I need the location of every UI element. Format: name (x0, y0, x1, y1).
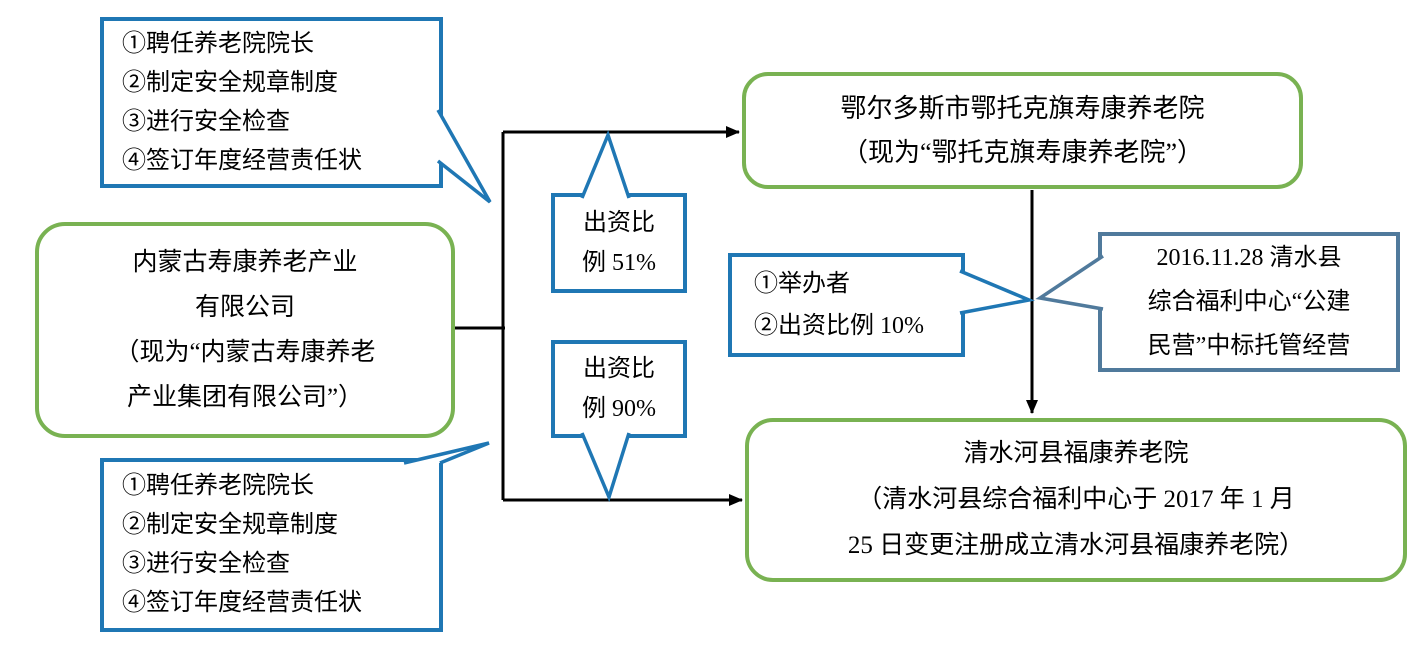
callout-founder: ①举办者 ②出资比例 10% (728, 253, 965, 357)
founder-item: ①举办者 (754, 271, 850, 297)
callout-responsibilities-bottom: ①聘任养老院院长 ②制定安全规章制度 ③进行安全检查 ④签订年度经营责任状 (100, 458, 443, 632)
responsibility-item: ④签订年度经营责任状 (122, 147, 362, 174)
callout-responsibilities-top: ①聘任养老院院长 ②制定安全规章制度 ③进行安全检查 ④签订年度经营责任状 (100, 17, 443, 188)
ratio-90-line: 例 90% (582, 396, 656, 422)
ratio-51-line: 例 51% (582, 250, 656, 276)
shoukang-line: （现为“鄂托克旗寿康养老院”） (841, 137, 1204, 167)
responsibility-item: ①聘任养老院院长 (122, 30, 314, 57)
shoukang-home-box: 鄂尔多斯市鄂托克旗寿康养老院 （现为“鄂托克旗寿康养老院”） (742, 72, 1303, 189)
fukang-home-box: 清水河县福康养老院 （清水河县综合福利中心于 2017 年 1 月 25 日变更… (745, 418, 1407, 582)
responsibility-item: ②制定安全规章制度 (122, 512, 338, 538)
fukang-line: 清水河县福康养老院 (963, 440, 1189, 467)
callout-tail-ratio-90 (580, 432, 631, 503)
bid-note-line: 民营”中标托管经营 (1147, 333, 1351, 359)
bid-note-line: 2016.11.28 清水县 (1156, 245, 1342, 271)
callout-bid-note: 2016.11.28 清水县 综合福利中心“公建 民营”中标托管经营 (1098, 232, 1400, 372)
callout-tail-ratio-51 (580, 129, 631, 199)
responsibility-item: ③进行安全检查 (122, 108, 290, 135)
callout-ratio-51: 出资比 例 51% (551, 193, 687, 293)
company-line: 产业集团有限公司”） (126, 384, 364, 411)
founder-item: ②出资比例 10% (754, 313, 924, 339)
company-line: 内蒙古寿康养老产业 (132, 249, 358, 276)
callout-tail-bid-note (1035, 254, 1104, 311)
fukang-line: 25 日变更注册成立清水河县福康养老院） (847, 532, 1305, 559)
responsibility-item: ④签订年度经营责任状 (122, 590, 362, 616)
responsibility-item: ③进行安全检查 (122, 551, 290, 577)
fukang-line: （清水河县综合福利中心于 2017 年 1 月 (857, 486, 1295, 513)
ratio-90-line: 出资比 (583, 356, 655, 382)
company-line: （现为“内蒙古寿康养老 (114, 339, 376, 366)
ratio-51-line: 出资比 (583, 210, 655, 236)
company-line: 有限公司 (194, 294, 295, 321)
shoukang-line: 鄂尔多斯市鄂托克旗寿康养老院 (840, 93, 1205, 123)
responsibility-item: ①聘任养老院院长 (122, 473, 314, 499)
company-box: 内蒙古寿康养老产业 有限公司 （现为“内蒙古寿康养老 产业集团有限公司”） (35, 222, 455, 438)
callout-tail-responsibilities-bottom (403, 441, 490, 465)
callout-ratio-90: 出资比 例 90% (551, 340, 687, 438)
callout-tail-founder (959, 269, 1036, 315)
bid-note-line: 综合福利中心“公建 (1147, 289, 1351, 315)
callout-tail-responsibilities-top (436, 109, 492, 204)
responsibility-item: ②制定安全规章制度 (122, 69, 338, 96)
